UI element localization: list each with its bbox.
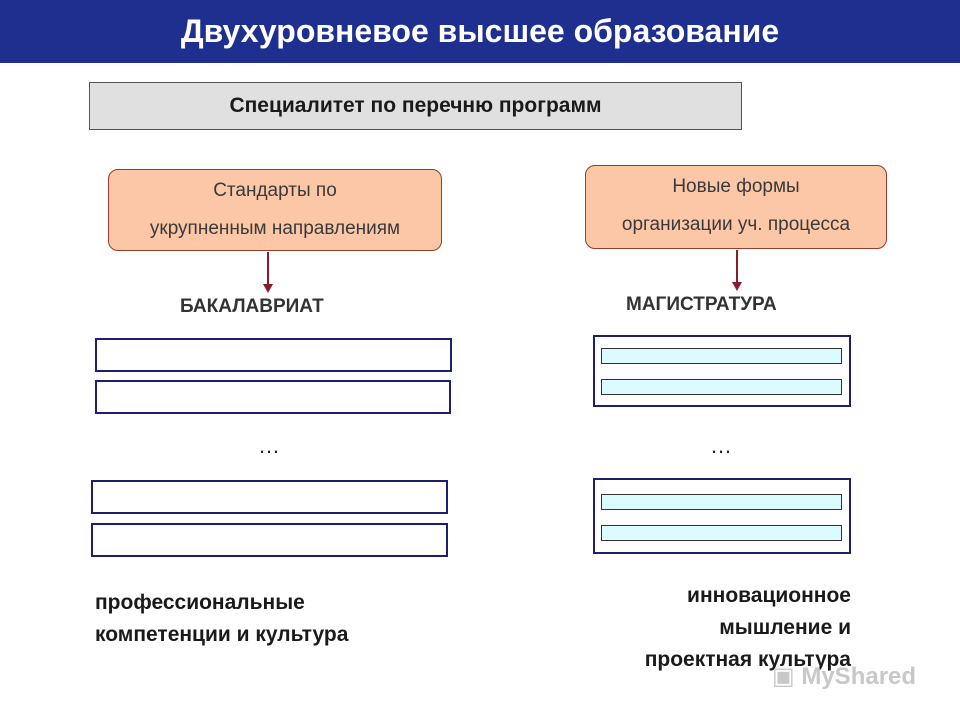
master-track-bar <box>601 494 842 510</box>
master-track-bar <box>601 379 842 395</box>
master-program-box-1 <box>593 335 851 407</box>
right-arrow-line <box>736 250 738 283</box>
bachelor-caption: профессиональные компетенции и культура <box>95 587 455 651</box>
master-track-bar <box>601 525 842 541</box>
master-ellipsis: … <box>710 433 733 458</box>
left-arrow-head <box>263 284 273 293</box>
standards-line-2: укрупненным направлениям <box>149 218 401 239</box>
specialist-label: Специалитет по перечню программ <box>229 94 602 117</box>
specialist-box: Специалитет по перечню программ <box>89 82 742 130</box>
page-title: Двухуровневое высшее образование <box>180 13 780 49</box>
watermark-logo: ▣ MyShared <box>772 662 916 691</box>
bachelor-ellipsis: … <box>258 433 281 458</box>
master-caption: инновационное мышление и проектная культ… <box>560 580 851 676</box>
master-heading: МАГИСТРАТУРА <box>626 294 777 315</box>
bachelor-heading: БАКАЛАВРИАТ <box>180 296 324 317</box>
new-forms-pill: Новые формы организации уч. процесса <box>585 165 887 249</box>
bachelor-caption-line-2: компетенции и культура <box>95 623 349 646</box>
bachelor-caption-line-1: профессиональные <box>95 591 305 614</box>
master-track-bar <box>601 348 842 364</box>
title-banner: Двухуровневое высшее образование <box>0 0 960 63</box>
left-arrow-line <box>267 252 269 285</box>
bachelor-program-box-3 <box>91 480 448 514</box>
watermark-icon: ▣ <box>772 663 802 690</box>
bachelor-program-box-4 <box>91 523 448 557</box>
watermark-text: MyShared <box>801 663 917 690</box>
bachelor-program-box-1 <box>95 338 452 372</box>
master-caption-line-1: инновационное <box>687 584 851 607</box>
master-caption-line-2: мышление и <box>719 616 851 639</box>
standards-line-1: Стандарты по <box>213 180 337 201</box>
master-caption-line-3: проектная культура <box>644 648 851 671</box>
right-arrow-head <box>732 282 742 291</box>
standards-pill: Стандарты по укрупненным направлениям <box>108 169 442 251</box>
new-forms-line-1: Новые формы <box>672 176 800 197</box>
bachelor-program-box-2 <box>95 380 451 414</box>
master-program-box-2 <box>593 478 851 554</box>
new-forms-line-2: организации уч. процесса <box>621 214 851 235</box>
